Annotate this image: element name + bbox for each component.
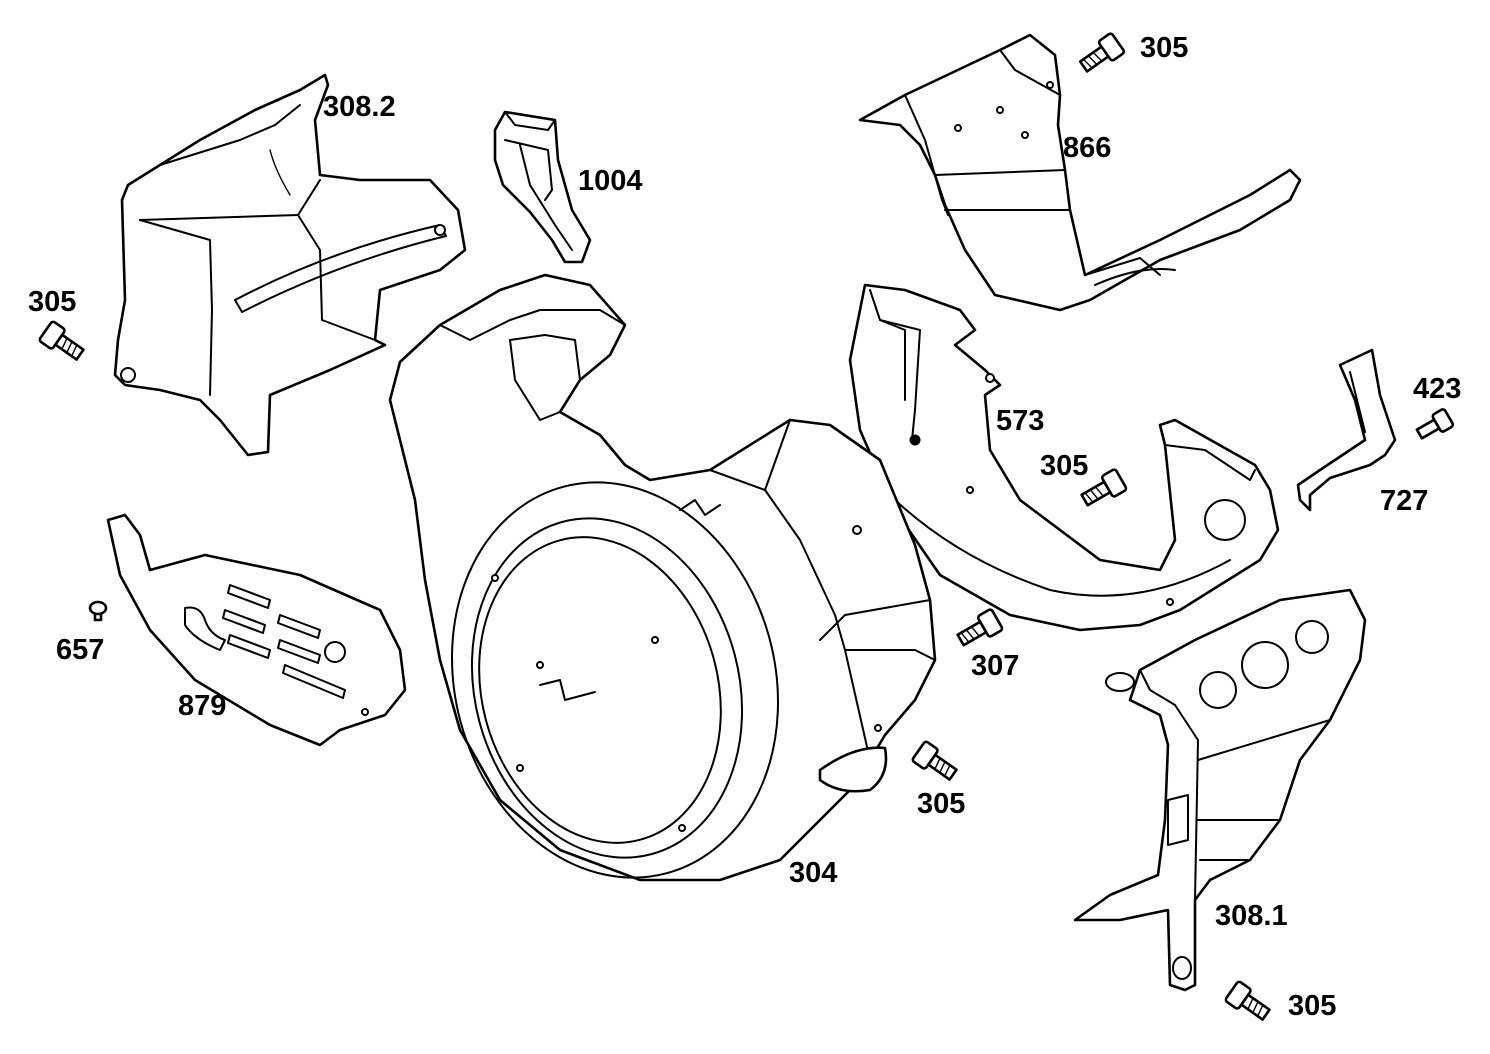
label-423: 423 xyxy=(1413,373,1461,405)
bolt-423 xyxy=(1415,408,1455,440)
label-305-top: 305 xyxy=(1140,32,1188,64)
part-304-blower-housing xyxy=(388,273,937,882)
bolt-305-lower-middle xyxy=(911,740,958,781)
part-727-bracket xyxy=(1296,348,1397,512)
bolt-305-bottom xyxy=(1224,980,1271,1021)
label-727: 727 xyxy=(1380,485,1428,517)
label-308-1: 308.1 xyxy=(1215,900,1288,932)
part-879-guard xyxy=(106,513,407,747)
screw-657 xyxy=(88,600,108,622)
part-573-baffle xyxy=(848,283,1280,632)
bolt-305-top xyxy=(1078,32,1126,73)
bolt-305-middle xyxy=(1080,468,1128,507)
label-305-middle: 305 xyxy=(1040,450,1088,482)
label-305-bottom: 305 xyxy=(1288,990,1336,1022)
label-305-lower-middle: 305 xyxy=(917,788,965,820)
label-305-left: 305 xyxy=(28,286,76,318)
label-573: 573 xyxy=(996,405,1044,437)
bolt-307 xyxy=(956,608,1004,647)
part-866-shroud xyxy=(858,33,1302,312)
label-304: 304 xyxy=(789,857,837,889)
part-1004-bracket xyxy=(493,110,592,264)
part-308-1-air-guide xyxy=(1073,588,1367,992)
bolt-305-left xyxy=(38,320,85,361)
label-879: 879 xyxy=(178,690,226,722)
part-308-2-air-guide xyxy=(113,73,467,457)
label-657: 657 xyxy=(56,634,104,666)
label-866: 866 xyxy=(1063,132,1111,164)
label-1004: 1004 xyxy=(578,165,643,197)
label-308-2: 308.2 xyxy=(323,91,396,123)
label-307: 307 xyxy=(971,650,1019,682)
